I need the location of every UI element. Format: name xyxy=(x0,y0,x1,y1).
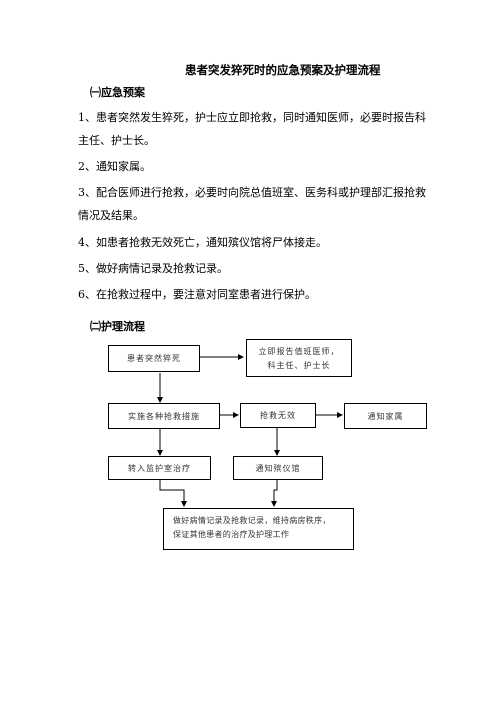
plan-item-5: 5、做好病情记录及抢救记录。 xyxy=(78,262,228,275)
section-heading-emergency-plan: ㈠应急预案 xyxy=(90,86,145,99)
flow-notify-funeral-home: 通知殡仪馆 xyxy=(233,456,323,480)
plan-item-1: 1、患者突然发生猝死，护士应立即抢救，同时通知医师，必要时报告科主任、护士长。 xyxy=(78,111,426,147)
flow-transfer-icu: 转入监护室治疗 xyxy=(108,456,211,480)
flow-sudden-death: 患者突然猝死 xyxy=(108,345,200,372)
plan-item-2: 2、通知家属。 xyxy=(78,160,151,173)
section-heading-nursing-flow: ㈡护理流程 xyxy=(90,320,145,333)
arrow-icu-to-final xyxy=(159,480,187,507)
plan-item-3: 3、配合医师进行抢救，必要时向院总值班室、医务科或护理部汇报抢救情况及结果。 xyxy=(78,186,426,222)
flow-report-doctor: 立即报告值班医师， 科主任、护士长 xyxy=(246,339,352,377)
flow-rescue-measures: 实施各种抢救措施 xyxy=(108,403,220,429)
plan-item-4: 4、如患者抢救无效死亡，通知殡仪馆将尸体接走。 xyxy=(78,236,327,249)
page-title: 患者突发猝死时的应急预案及护理流程 xyxy=(185,63,381,77)
plan-item-6: 6、在抢救过程中，要注意对同室患者进行保护。 xyxy=(78,288,316,301)
flow-rescue-failed: 抢救无效 xyxy=(240,403,316,428)
flow-final-records: 做好病情记录及抢救记录，维持病房秩序， 保证其他患者的治疗及护理工作 xyxy=(163,508,354,550)
flow-notify-family: 通知家属 xyxy=(344,403,427,429)
arrow-funeral-to-final xyxy=(271,480,278,507)
